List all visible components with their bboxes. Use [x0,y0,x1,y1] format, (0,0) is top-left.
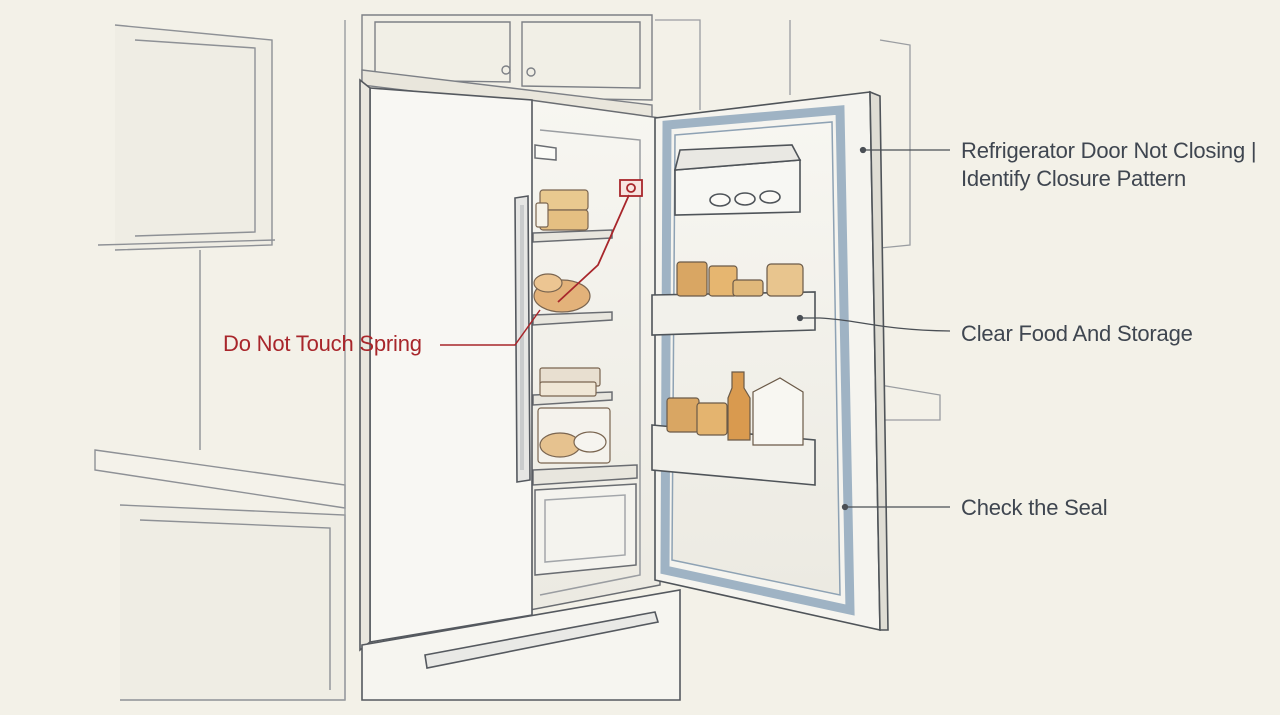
callout-clear-food: Clear Food And Storage [961,321,1193,346]
fridge-food [533,189,611,464]
right-cabinets [655,19,941,421]
freezer-drawer [361,589,681,701]
leader-lines [796,146,951,511]
left-cabinets [94,20,346,701]
title-line-1: Refrigerator Door Not Closing | [961,138,1257,163]
left-french-door [359,78,533,652]
title-line-2: Identify Closure Pattern [961,166,1187,191]
callout-check-seal: Check the Seal [961,495,1108,520]
diagram-title: Refrigerator Door Not Closing | Identify… [961,137,1257,193]
leader-spring [440,309,541,346]
callout-spring-warning: Do Not Touch Spring [223,331,422,356]
fridge-interior [529,99,661,611]
right-door-open [651,90,889,632]
hinge-spring-icon [557,179,643,303]
door-bin-items [666,261,804,446]
